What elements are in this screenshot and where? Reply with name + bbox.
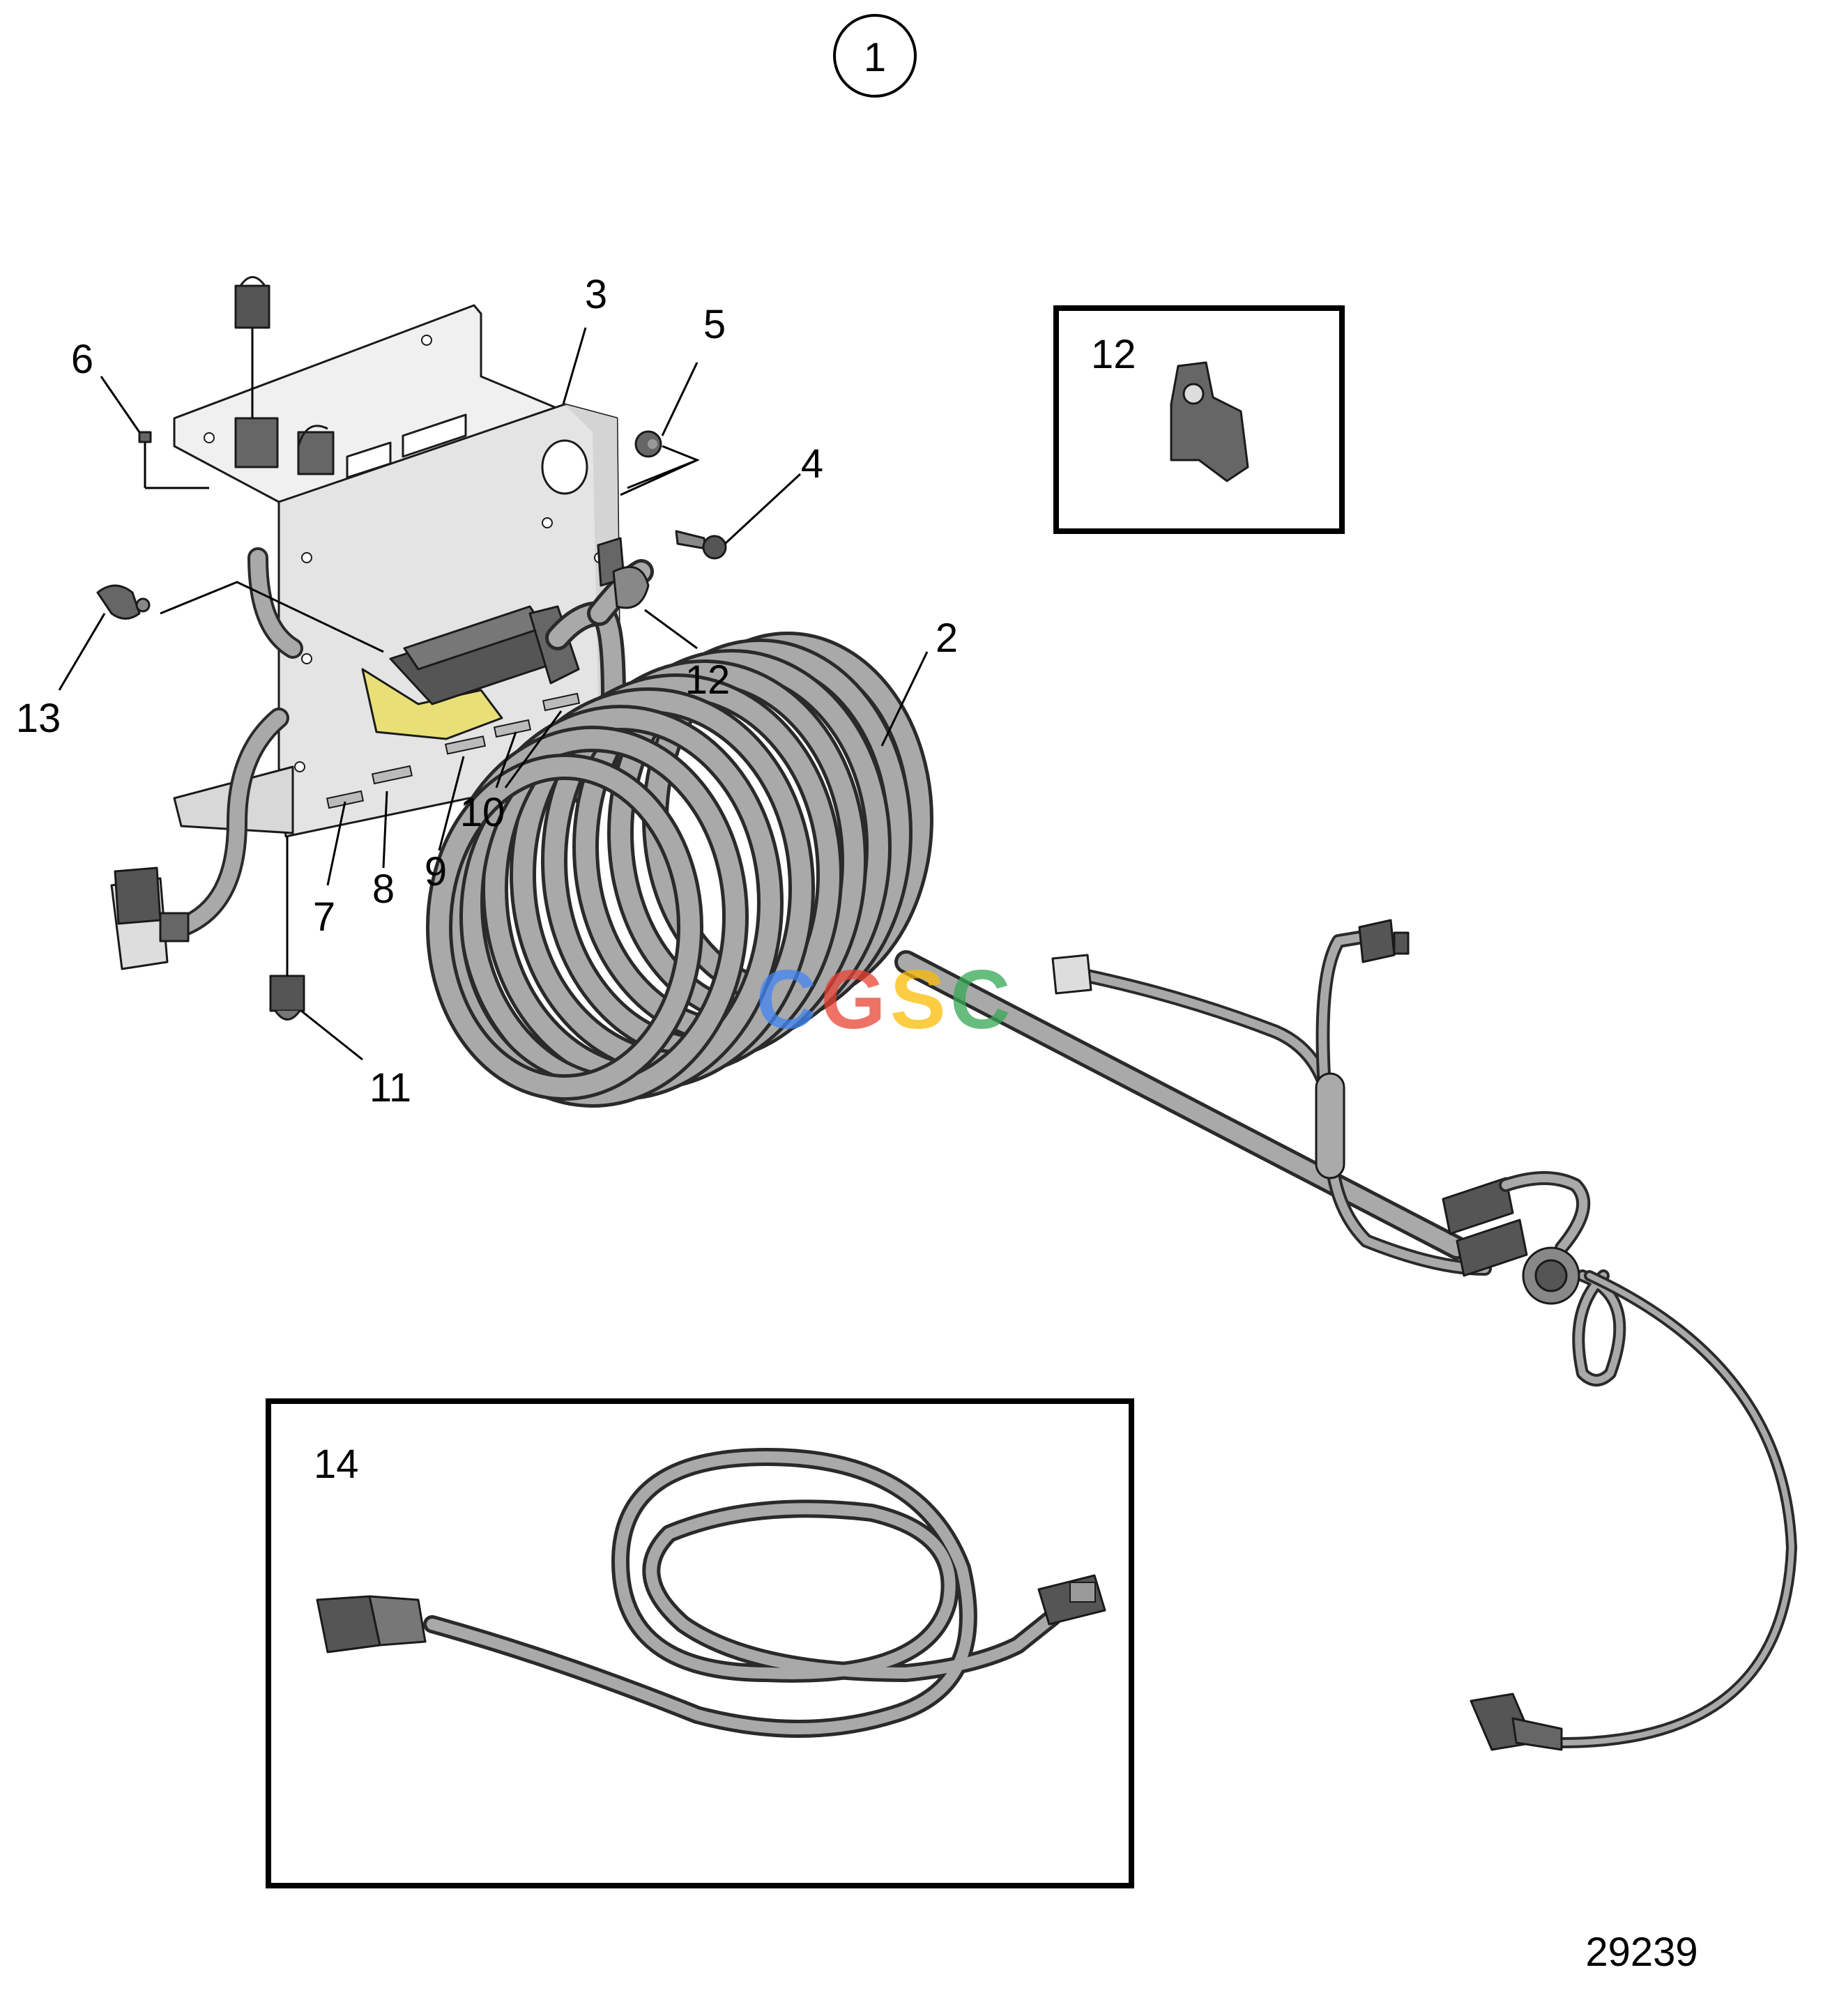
cable-clip-bracket	[597, 537, 650, 609]
inset-14-box: 14	[266, 1398, 1134, 1888]
label-4: 4	[801, 441, 823, 487]
relay-connectors	[234, 276, 335, 475]
clip-13	[96, 584, 151, 620]
screw-4	[675, 530, 727, 560]
label-12: 12	[685, 657, 731, 703]
watermark-text: CGSC	[756, 953, 1015, 1046]
inset-14-label: 14	[314, 1442, 359, 1487]
label-8: 8	[372, 866, 395, 912]
small-screw-6	[138, 431, 209, 489]
part-number-labels: 2 3 4 5 6 7 8 9 10 11 12 13	[16, 272, 958, 1110]
figure-number: 29239	[1585, 1930, 1697, 1975]
nut-5	[634, 430, 662, 458]
title-callout-number: 1	[864, 35, 886, 80]
inset-12-label: 12	[1091, 332, 1136, 377]
main-cable-harness-coil	[426, 632, 1469, 1260]
label-13: 13	[16, 696, 61, 741]
inset-12-box: 12	[1053, 305, 1345, 534]
tie-11	[269, 975, 305, 1021]
harness-branches	[1051, 919, 1797, 1751]
label-3: 3	[585, 272, 607, 317]
label-6: 6	[71, 337, 93, 382]
large-connector	[110, 866, 190, 970]
watermark: CGSC	[756, 953, 1015, 1046]
label-2: 2	[936, 616, 958, 661]
label-11: 11	[369, 1065, 411, 1110]
label-5: 5	[703, 302, 726, 347]
label-10: 10	[460, 790, 505, 835]
leader-lines	[58, 327, 929, 1061]
title-callout: 1	[833, 14, 917, 98]
label-7: 7	[313, 894, 335, 940]
label-9: 9	[425, 849, 447, 894]
